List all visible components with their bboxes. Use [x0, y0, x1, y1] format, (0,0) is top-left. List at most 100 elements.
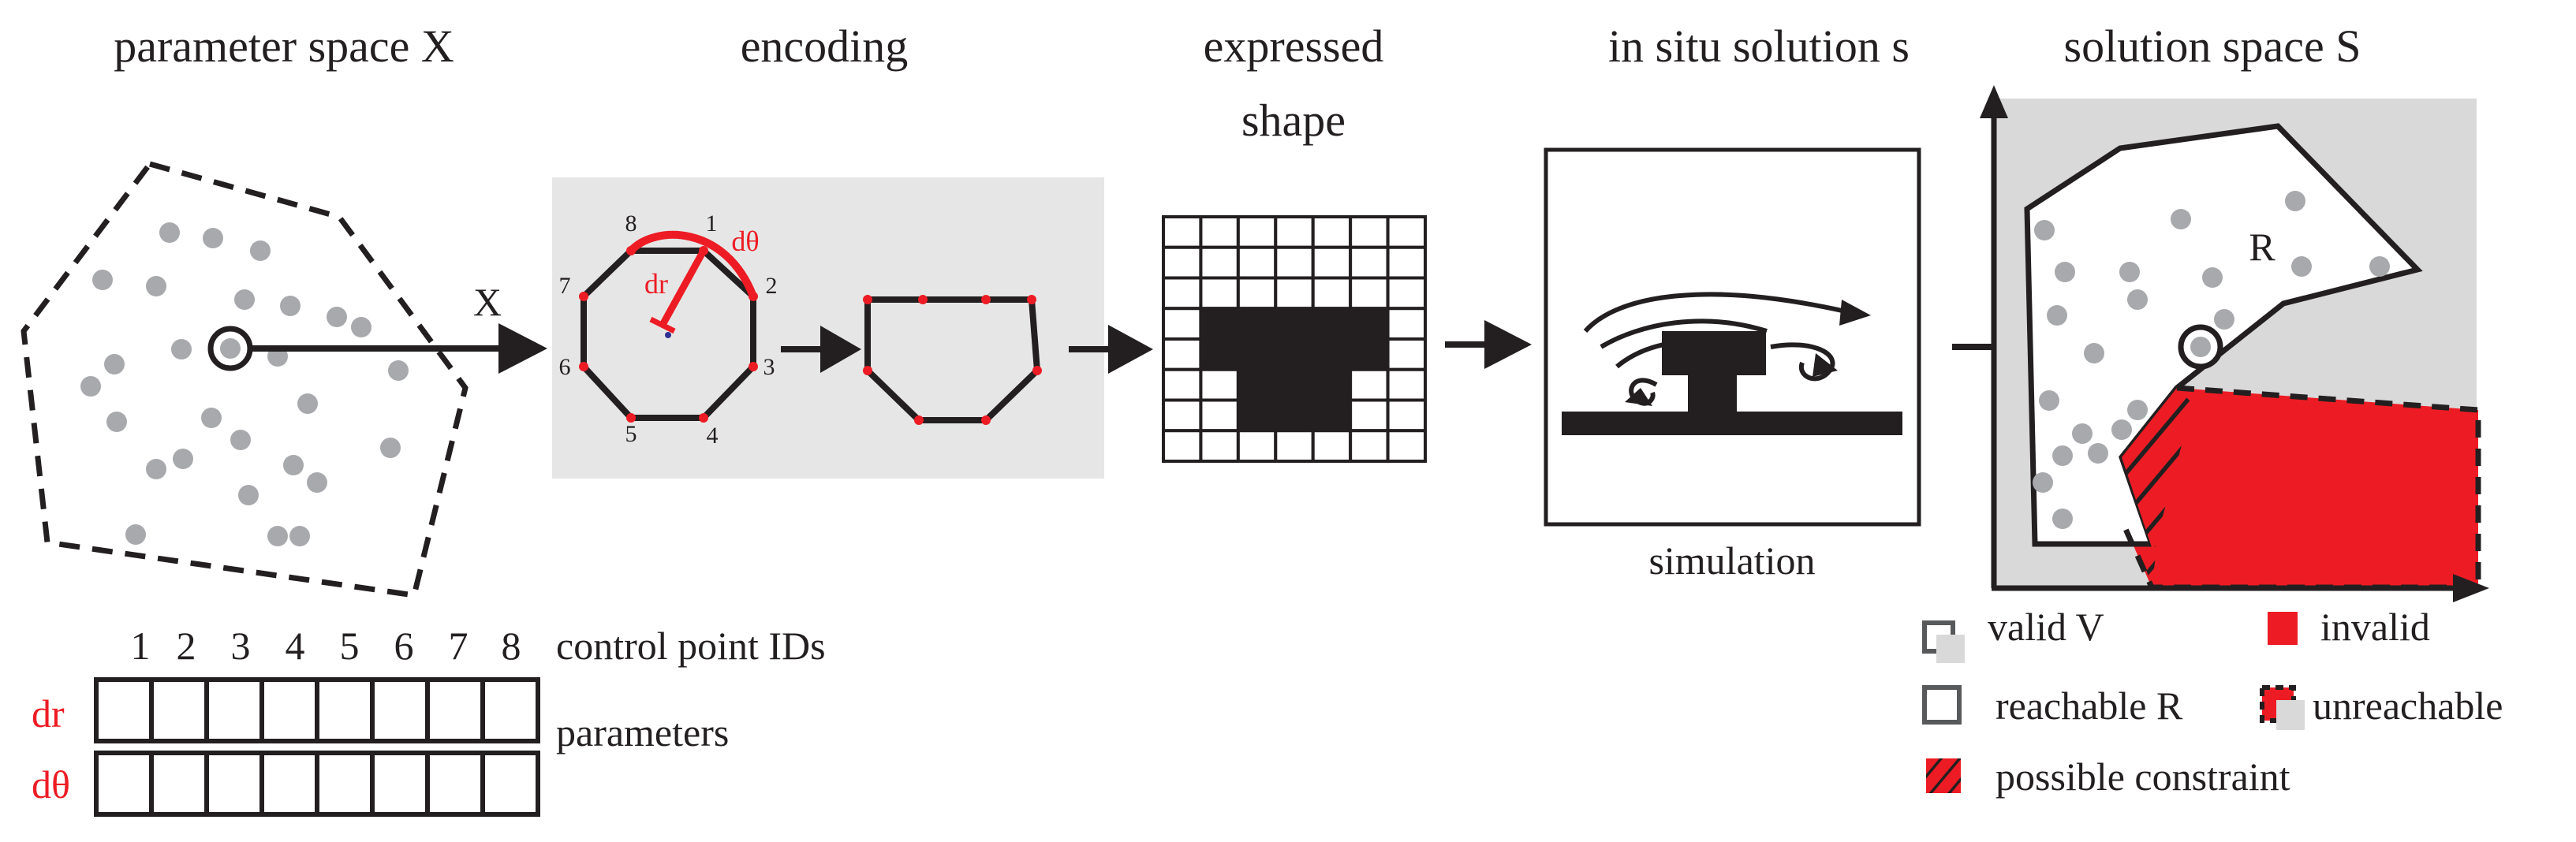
- sample-dot: [92, 270, 113, 290]
- control-point: [918, 295, 928, 304]
- flow-arrowhead: [1839, 300, 1871, 326]
- grid-cell: [1162, 398, 1203, 433]
- octagon-id-3: 3: [763, 354, 775, 380]
- sample-dot: [327, 307, 347, 327]
- arrow-x-head: [498, 323, 547, 374]
- arrow-sim-head: [1484, 320, 1532, 369]
- octagon-id-5: 5: [625, 421, 637, 447]
- sample-dot: [2047, 305, 2067, 326]
- label-control-point-ids: control point IDs: [556, 624, 826, 668]
- legend-invalid-swatch: [2268, 612, 2298, 645]
- sample-dot: [280, 296, 301, 316]
- dr-tick: [649, 316, 676, 334]
- grid-cell: [1349, 367, 1390, 402]
- control-point: [1032, 366, 1042, 375]
- control-point: [981, 415, 991, 425]
- sample-dot: [2039, 390, 2059, 411]
- sample-dot: [230, 430, 251, 450]
- arrow-express-head: [1108, 325, 1153, 374]
- grid-cell: [1274, 307, 1315, 341]
- sample-dot: [2111, 419, 2132, 440]
- valid-reachable-region: [2024, 123, 2423, 547]
- grid-cell: [1311, 245, 1353, 280]
- sample-dot: [388, 360, 409, 381]
- control-id: 1: [131, 624, 151, 668]
- grid-cell: [1274, 245, 1315, 280]
- dr-cell: [149, 677, 209, 743]
- sample-dot: [250, 240, 271, 261]
- selected-sample-dot: [207, 326, 253, 371]
- octagon-id-8: 8: [625, 210, 637, 237]
- streamline: [1615, 339, 1697, 369]
- sample-dot: [267, 526, 288, 546]
- label-x: X: [473, 280, 502, 324]
- grid-cell: [1199, 398, 1240, 433]
- control-point: [863, 295, 872, 304]
- grid-cell: [1274, 337, 1315, 371]
- solution-samples: [2033, 191, 2390, 529]
- control-id: 6: [394, 624, 414, 668]
- control-point: [1027, 295, 1036, 304]
- sample-dot: [146, 276, 166, 296]
- octagon-id-4: 4: [707, 423, 719, 449]
- body-block: [1662, 331, 1766, 375]
- dr-cell: [204, 677, 264, 743]
- sample-dot: [2214, 309, 2234, 330]
- grid-cell: [1236, 429, 1278, 463]
- sample-dot: [80, 376, 101, 397]
- sample-dot: [159, 222, 180, 243]
- grid-cell: [1386, 429, 1427, 463]
- octagon-id-1: 1: [706, 210, 718, 237]
- octagon-id-2: 2: [766, 273, 778, 299]
- legend-unreachable-label: unreachable: [2313, 684, 2503, 728]
- grid-cell: [1311, 337, 1353, 371]
- legend-reachable-swatch: [1922, 685, 1962, 725]
- dtheta-cell: [315, 751, 375, 817]
- grid-cell: [1162, 245, 1203, 280]
- sample-dot: [2119, 262, 2140, 282]
- sample-dot: [2072, 423, 2093, 444]
- sample-dot: [125, 524, 146, 545]
- dr-line: [659, 248, 707, 327]
- grid-cell: [1349, 429, 1390, 463]
- grid-cell: [1311, 398, 1353, 433]
- sample-dot: [297, 393, 318, 414]
- sample-dot: [2052, 445, 2073, 466]
- constraint-region: [2122, 388, 2193, 552]
- control-id: 2: [177, 624, 196, 668]
- sample-dot: [106, 412, 127, 432]
- solution-point-center: [2190, 337, 2211, 357]
- dr-cell: [425, 677, 485, 743]
- sample-dot: [173, 449, 193, 469]
- grid-cell: [1274, 367, 1315, 402]
- dr-cell: [94, 677, 154, 743]
- sample-dot: [2084, 343, 2104, 363]
- dr-cell: [259, 677, 319, 743]
- grid-cell: [1349, 245, 1390, 280]
- ground-plate: [1562, 412, 1902, 435]
- legend-valid-swatch: [1936, 635, 1965, 663]
- grid-cell: [1274, 398, 1315, 433]
- grid-cell: [1162, 276, 1203, 311]
- dtheta-cell: [149, 751, 209, 817]
- heading-encoding: encoding: [741, 20, 909, 72]
- label-dr: dr: [644, 268, 668, 300]
- dtheta-cell: [480, 751, 540, 817]
- sample-dot: [283, 455, 304, 475]
- sample-dot: [2127, 289, 2148, 310]
- sample-dot: [201, 408, 222, 428]
- grid-cell: [1349, 276, 1390, 311]
- grid-cell: [1386, 215, 1427, 249]
- flow-streamlines: [1583, 292, 1846, 406]
- dtheta-cell: [425, 751, 485, 817]
- sample-dot: [203, 228, 223, 248]
- grid-cell: [1274, 429, 1315, 463]
- control-id: 5: [340, 624, 360, 668]
- decoded-control-points: [863, 295, 1042, 425]
- grid-cell: [1162, 307, 1203, 341]
- grid-cell: [1199, 276, 1240, 311]
- legend-reachable-label: reachable R: [1995, 684, 2183, 728]
- heading-in-situ: in situ solution s: [1608, 20, 1910, 72]
- legend: valid V invalid reachable R unreachable …: [1922, 605, 2503, 799]
- parameter-table: [94, 677, 540, 817]
